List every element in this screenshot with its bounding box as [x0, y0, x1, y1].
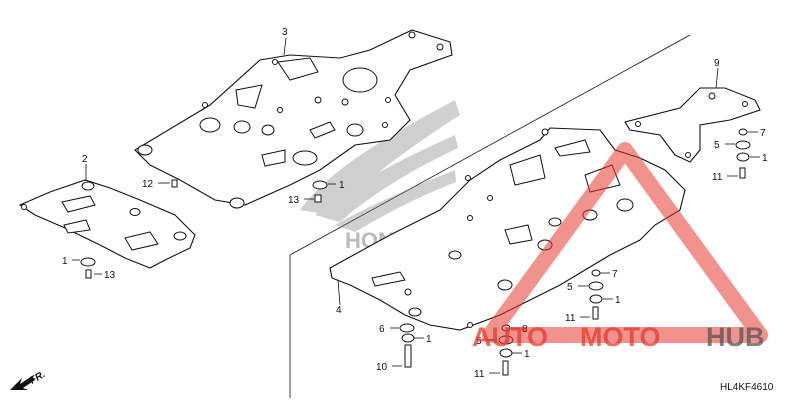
callout-1c: 1 [762, 153, 768, 164]
callout-4: 4 [336, 305, 342, 316]
callout-7a: 7 [760, 128, 766, 139]
leader-lines [72, 37, 760, 374]
callout-8: 8 [522, 324, 528, 335]
part-3-plate [134, 29, 453, 209]
callout-12: 12 [142, 179, 154, 190]
callout-1b: 1 [62, 256, 68, 267]
callout-5b: 5 [567, 282, 573, 293]
callout-10: 10 [376, 362, 388, 373]
callout-2: 2 [82, 154, 88, 165]
washer-1d [589, 294, 603, 304]
callout-1f: 1 [524, 349, 530, 360]
callout-11b: 11 [565, 313, 576, 324]
washer-6 [399, 323, 415, 333]
washer-1a [312, 180, 328, 190]
washer-1c [736, 152, 750, 162]
divider-line [289, 34, 691, 256]
watermark-hub: HUB [706, 322, 765, 352]
bolt-12 [171, 179, 178, 188]
collar-7a [738, 128, 748, 136]
callout-13a: 13 [288, 195, 300, 206]
callout-11a: 11 [712, 172, 723, 183]
callout-3: 3 [282, 27, 288, 38]
part-9-bracket [624, 87, 761, 163]
fr-label: FR. [28, 369, 47, 387]
callout-13b: 13 [104, 270, 116, 281]
callout-9: 9 [714, 58, 720, 69]
bolt-11a [739, 167, 746, 179]
callout-11c: 11 [474, 369, 485, 380]
bolt-11c [502, 360, 509, 376]
bolt-13b [85, 269, 92, 279]
diagram-code: HL4KF4610 [720, 382, 774, 393]
honda-wing-watermark [300, 100, 460, 232]
bolt-11b [592, 306, 599, 320]
callout-1d: 1 [615, 295, 621, 306]
watermark-moto: MOTO [580, 322, 661, 352]
callout-1e: 1 [426, 334, 432, 345]
automotohub-triangle-watermark [482, 142, 768, 343]
bolt-13a [314, 194, 322, 203]
watermark-auto: AUTO [472, 322, 548, 352]
callout-1a: 1 [339, 180, 345, 191]
washer-1e [401, 333, 415, 343]
front-direction-arrow: FR. [10, 369, 47, 390]
part-2-plate [18, 179, 196, 269]
washer-1b [80, 257, 96, 267]
bolt-10 [404, 344, 412, 368]
callout-7b: 7 [612, 269, 618, 280]
collar-7b [591, 269, 601, 277]
callout-6: 6 [379, 324, 385, 335]
callout-5c: 5 [476, 336, 482, 347]
washer-5a [735, 140, 751, 150]
automotohub-text-watermark: AUTO MOTO HUB [472, 322, 765, 352]
callout-5a: 5 [714, 140, 720, 151]
washer-5b [588, 281, 604, 291]
